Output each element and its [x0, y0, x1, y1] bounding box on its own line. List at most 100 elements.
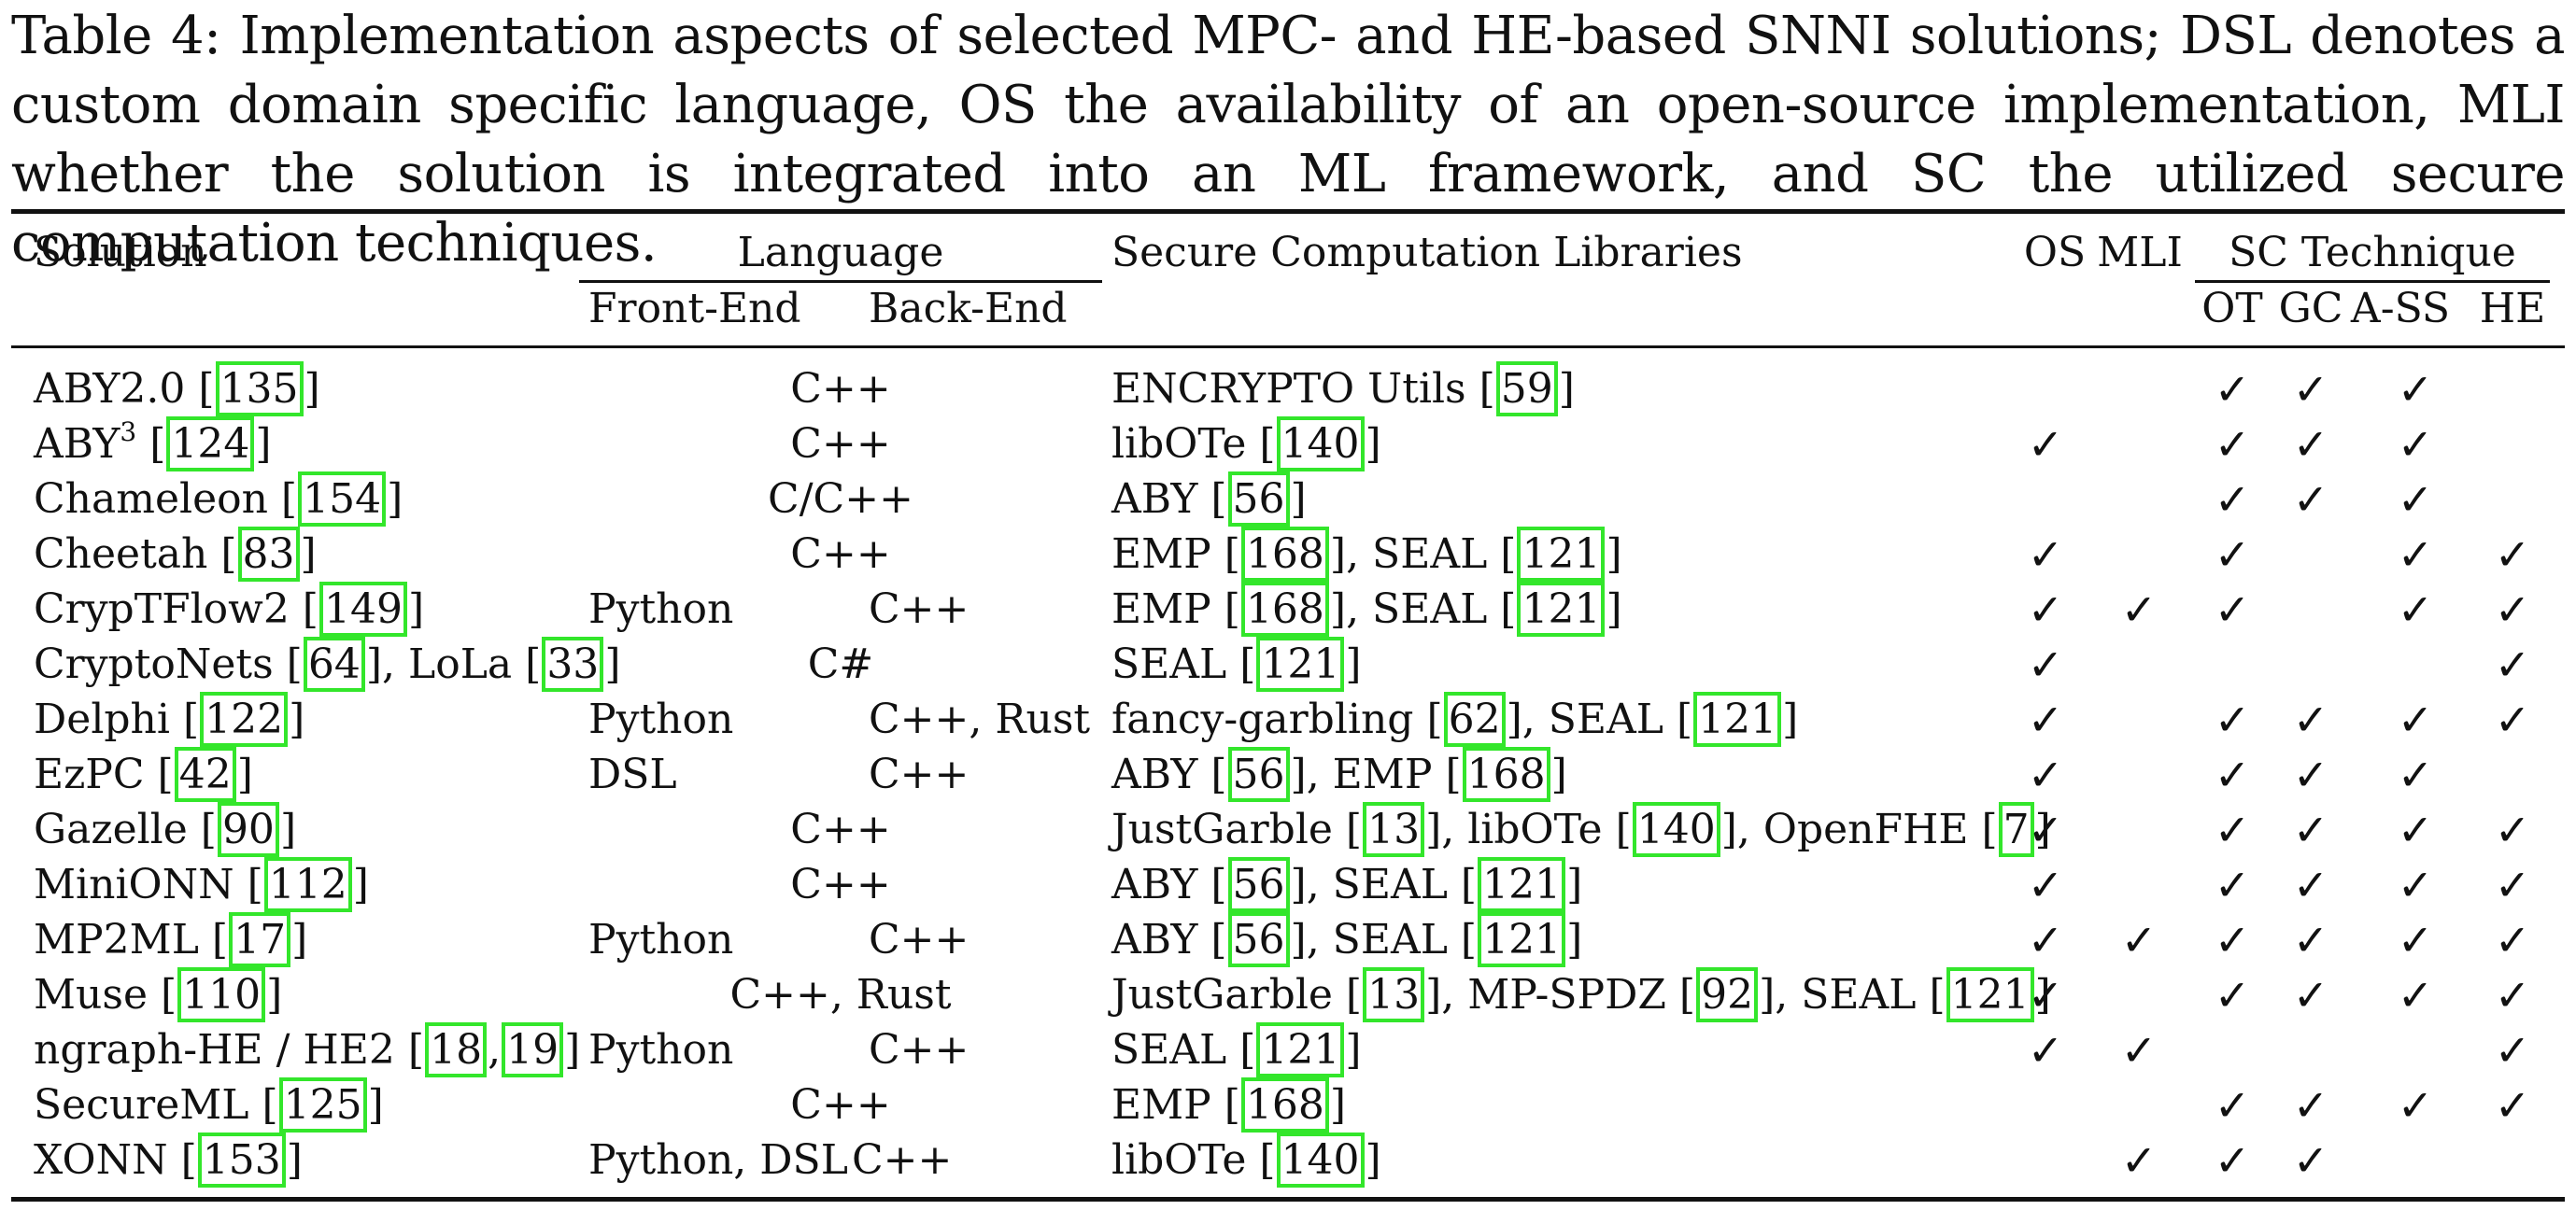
citation-link[interactable]: 92 — [1696, 967, 1759, 1022]
text-segment: ] — [300, 530, 317, 578]
superscript: 3 — [120, 416, 137, 447]
checkmark-icon: ✓ — [2214, 805, 2251, 855]
back-end-cell: C++ — [869, 1026, 970, 1074]
text-segment: ], SEAL [ — [1329, 530, 1517, 578]
text-segment: ] — [1290, 475, 1307, 523]
citation-link[interactable]: 121 — [1517, 527, 1606, 582]
citation-link[interactable]: 149 — [318, 582, 407, 637]
citation-link[interactable]: 59 — [1495, 361, 1558, 416]
citation-link[interactable]: 121 — [1517, 582, 1606, 637]
citation-link[interactable]: 121 — [1256, 1022, 1345, 1077]
checkmark-icon: ✓ — [2214, 1135, 2251, 1186]
citation-link[interactable]: 121 — [1478, 857, 1566, 912]
checkmark-icon: ✓ — [2214, 419, 2251, 470]
text-segment: ], libOTe [ — [1425, 806, 1632, 853]
text-segment: ], SEAL [ — [1290, 861, 1478, 908]
checkmark-icon: ✓ — [2214, 860, 2251, 910]
header-front-end: Front-End — [588, 285, 801, 332]
solution-cell: CryptoNets [64], LoLa [33] — [34, 637, 620, 692]
citation-link[interactable]: 90 — [217, 802, 279, 857]
libraries-cell: ABY [56], SEAL [121] — [1111, 912, 1582, 967]
citation-link[interactable]: 168 — [1240, 582, 1329, 637]
citation-link[interactable]: 125 — [278, 1077, 367, 1133]
citation-link[interactable]: 168 — [1240, 527, 1329, 582]
citation-link[interactable]: 121 — [1946, 967, 2034, 1022]
citation-link[interactable]: 122 — [200, 692, 289, 747]
language-cell: C++ — [790, 861, 891, 908]
citation-link[interactable]: 83 — [237, 527, 300, 582]
citation-link[interactable]: 33 — [542, 637, 604, 692]
citation-link[interactable]: 56 — [1227, 912, 1290, 967]
text-segment: SEAL [ — [1111, 640, 1256, 688]
front-end-cell: Python — [588, 1026, 734, 1074]
text-segment: ] — [352, 861, 369, 908]
citation-link[interactable]: 64 — [303, 637, 365, 692]
citation-link[interactable]: 13 — [1363, 802, 1425, 857]
language-cell: C++, Rust — [729, 971, 952, 1019]
back-end-cell: C++ — [869, 916, 970, 964]
citation-link[interactable]: 121 — [1256, 637, 1345, 692]
header-he: HE — [2479, 285, 2546, 332]
text-segment: ] — [367, 1081, 384, 1129]
text-segment: ABY [ — [1111, 475, 1227, 523]
checkmark-icon: ✓ — [2214, 474, 2251, 525]
citation-link[interactable]: 140 — [1276, 416, 1365, 471]
citation-link[interactable]: 112 — [263, 857, 352, 912]
citation-link[interactable]: 7 — [1998, 802, 2034, 857]
language-cell: C/C++ — [768, 475, 913, 523]
front-end-cell: Python — [588, 585, 734, 633]
checkmark-icon: ✓ — [2214, 364, 2251, 415]
citation-link[interactable]: 153 — [197, 1133, 286, 1188]
checkmark-icon: ✓ — [2397, 750, 2434, 800]
citation-link[interactable]: 42 — [174, 747, 236, 802]
text-segment: ] — [2034, 971, 2051, 1019]
citation-link[interactable]: 121 — [1478, 912, 1566, 967]
solution-cell: ABY3 [124] — [34, 416, 272, 471]
checkmark-icon: ✓ — [2120, 584, 2158, 635]
text-segment: [ — [136, 420, 166, 468]
text-segment: ] — [407, 585, 425, 633]
checkmark-icon: ✓ — [2027, 695, 2064, 745]
citation-link[interactable]: 140 — [1632, 802, 1720, 857]
solution-cell: Gazelle [90] — [34, 802, 296, 857]
citation-link[interactable]: 110 — [177, 967, 266, 1022]
text-segment: EMP [ — [1111, 530, 1240, 578]
citation-link[interactable]: 62 — [1443, 692, 1506, 747]
citation-link[interactable]: 168 — [1240, 1077, 1329, 1133]
back-end-cell: C++, Rust — [869, 696, 1091, 743]
text-segment: ngraph-HE / HE2 [ — [34, 1026, 425, 1074]
citation-link[interactable]: 13 — [1363, 967, 1425, 1022]
citation-link[interactable]: 18 — [425, 1022, 488, 1077]
libraries-cell: ENCRYPTO Utils [59] — [1111, 361, 1575, 416]
checkmark-icon: ✓ — [2397, 915, 2434, 965]
text-segment: ABY [ — [1111, 861, 1227, 908]
citation-link[interactable]: 56 — [1227, 471, 1290, 527]
text-segment: ENCRYPTO Utils [ — [1111, 365, 1495, 413]
checkmark-icon: ✓ — [2292, 970, 2329, 1020]
citation-link[interactable]: 56 — [1227, 857, 1290, 912]
citation-link[interactable]: 17 — [229, 912, 291, 967]
checkmark-icon: ✓ — [2214, 970, 2251, 1020]
text-segment: libOTe [ — [1111, 1136, 1276, 1184]
checkmark-icon: ✓ — [2397, 1080, 2434, 1131]
solution-cell: MP2ML [17] — [34, 912, 307, 967]
libraries-cell: ABY [56], EMP [168] — [1111, 747, 1567, 802]
citation-link[interactable]: 121 — [1693, 692, 1782, 747]
citation-link[interactable]: 168 — [1462, 747, 1550, 802]
checkmark-icon: ✓ — [2027, 750, 2064, 800]
front-end-cell: Python — [588, 916, 734, 964]
solution-cell: Chameleon [154] — [34, 471, 403, 527]
checkmark-icon: ✓ — [2397, 695, 2434, 745]
header-sc-technique: SC Technique — [2229, 229, 2516, 276]
citation-link[interactable]: 19 — [502, 1022, 564, 1077]
citation-link[interactable]: 140 — [1276, 1133, 1365, 1188]
citation-link[interactable]: 124 — [166, 416, 255, 471]
libraries-cell: fancy-garbling [62], SEAL [121] — [1111, 692, 1798, 747]
checkmark-icon: ✓ — [2120, 1135, 2158, 1186]
citation-link[interactable]: 154 — [298, 471, 387, 527]
citation-link[interactable]: 135 — [215, 361, 304, 416]
text-segment: JustGarble [ — [1111, 971, 1363, 1019]
header-ass: A-SS — [2350, 285, 2451, 332]
sc-cmidrule — [2195, 280, 2550, 283]
citation-link[interactable]: 56 — [1227, 747, 1290, 802]
